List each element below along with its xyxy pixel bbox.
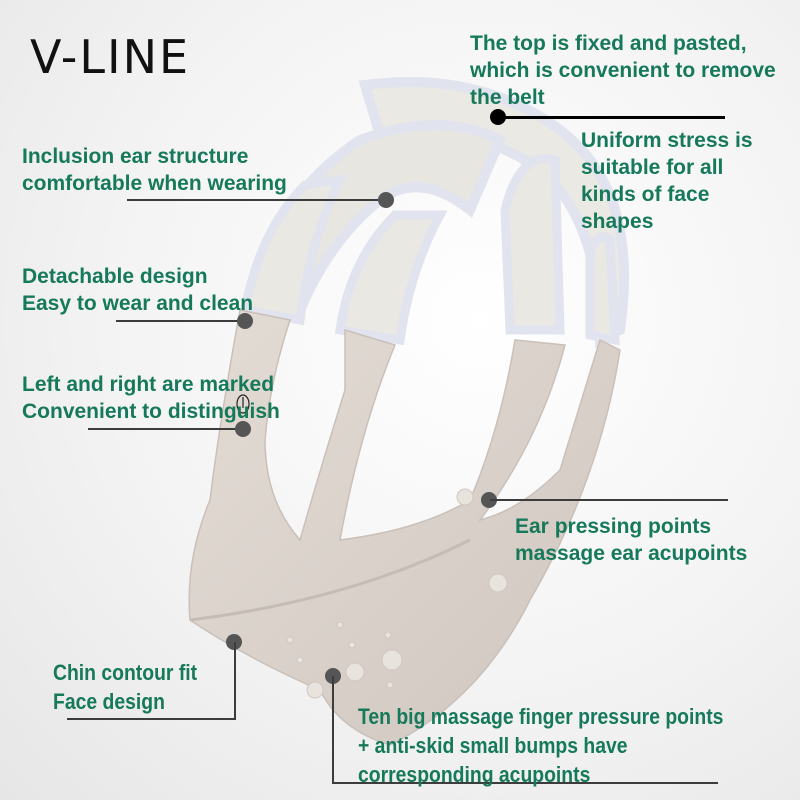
callout-left-right: Left and right are marked Convenient to … bbox=[22, 373, 280, 423]
callout-chin-contour: Chin contour fit Face design bbox=[53, 660, 198, 714]
callout-massage-points: Ten big massage finger pressure points +… bbox=[358, 704, 724, 787]
callout-dot-left-right bbox=[235, 421, 251, 437]
callout-detachable: Detachable design Easy to wear and clean bbox=[22, 265, 254, 315]
callout-line-massage-points-vertical bbox=[332, 676, 334, 784]
callout-ear-structure: Inclusion ear structure comfortable when… bbox=[22, 145, 287, 195]
callout-top-fixed: The top is fixed and pasted, which is co… bbox=[470, 32, 776, 109]
callout-line-chin-contour bbox=[67, 718, 236, 720]
callout-line-left-right bbox=[88, 428, 243, 430]
callout-line-ear-pressing bbox=[490, 499, 728, 501]
callout-dot-top-fixed bbox=[490, 109, 506, 125]
callout-dot-ear-pressing bbox=[481, 492, 497, 508]
callout-line-top-fixed bbox=[500, 116, 725, 119]
callout-line-ear-structure bbox=[127, 199, 385, 201]
callout-line-chin-contour-vertical bbox=[234, 642, 236, 720]
callout-dot-ear-structure bbox=[378, 192, 394, 208]
callout-line-detachable bbox=[116, 320, 246, 322]
left-right-mark-icon bbox=[236, 394, 250, 414]
callout-uniform-stress: Uniform stress is suitable for all kinds… bbox=[581, 129, 753, 233]
callout-dot-detachable bbox=[237, 313, 253, 329]
callout-ear-pressing: Ear pressing points massage ear acupoint… bbox=[515, 515, 748, 565]
page-title: V-LINE bbox=[30, 30, 191, 84]
callout-line-massage-points bbox=[332, 782, 718, 784]
